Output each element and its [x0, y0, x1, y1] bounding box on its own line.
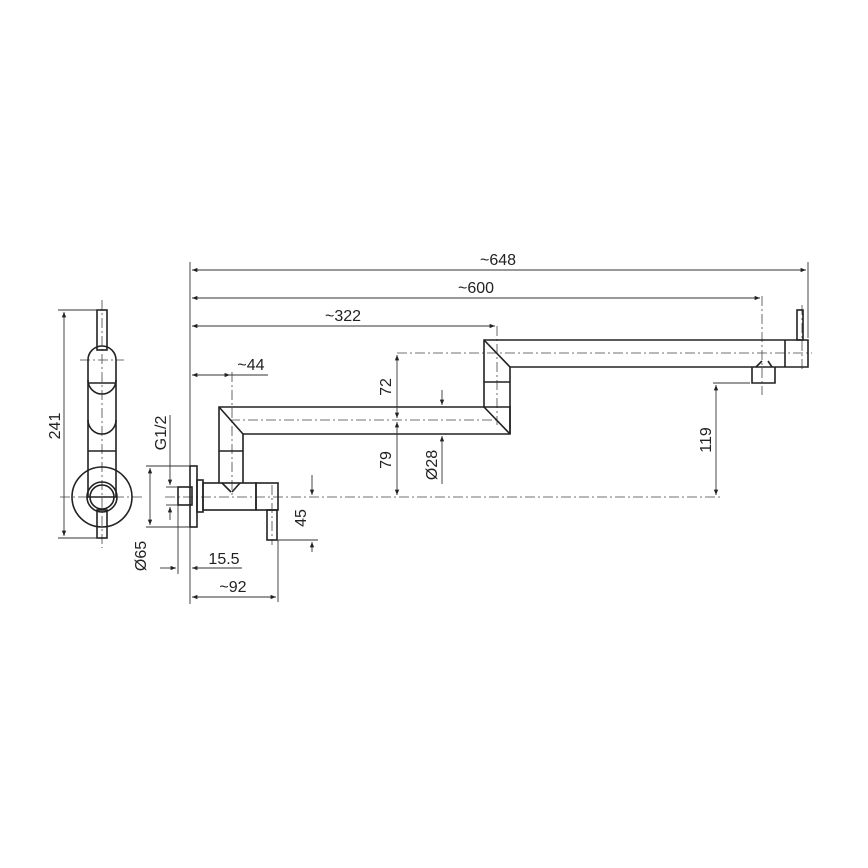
- front-view: ~648 ~600 ~322 ~44 72 79 Ø28 119 45 Ø65 …: [133, 252, 812, 604]
- dim-upper-rise: 72: [378, 378, 395, 396]
- dim-first-arm: ~322: [325, 308, 361, 325]
- dim-handle-drop: 45: [293, 509, 310, 527]
- dim-flange-diameter: Ø65: [133, 541, 150, 571]
- dim-thread: G1/2: [153, 416, 170, 451]
- dim-lower-rise: 79: [378, 451, 395, 469]
- dim-wall-to-pivot: ~44: [237, 357, 264, 374]
- dim-pipe-diameter: Ø28: [424, 450, 441, 480]
- dim-overall-reach: ~648: [480, 252, 516, 269]
- dim-body-depth: ~92: [219, 579, 246, 596]
- dim-spout-height: 119: [698, 427, 715, 453]
- dim-total-height: 241: [47, 413, 64, 440]
- dim-spout-reach: ~600: [458, 280, 494, 297]
- side-view: 241: [47, 300, 145, 548]
- dim-flange-depth: 15.5: [208, 551, 239, 568]
